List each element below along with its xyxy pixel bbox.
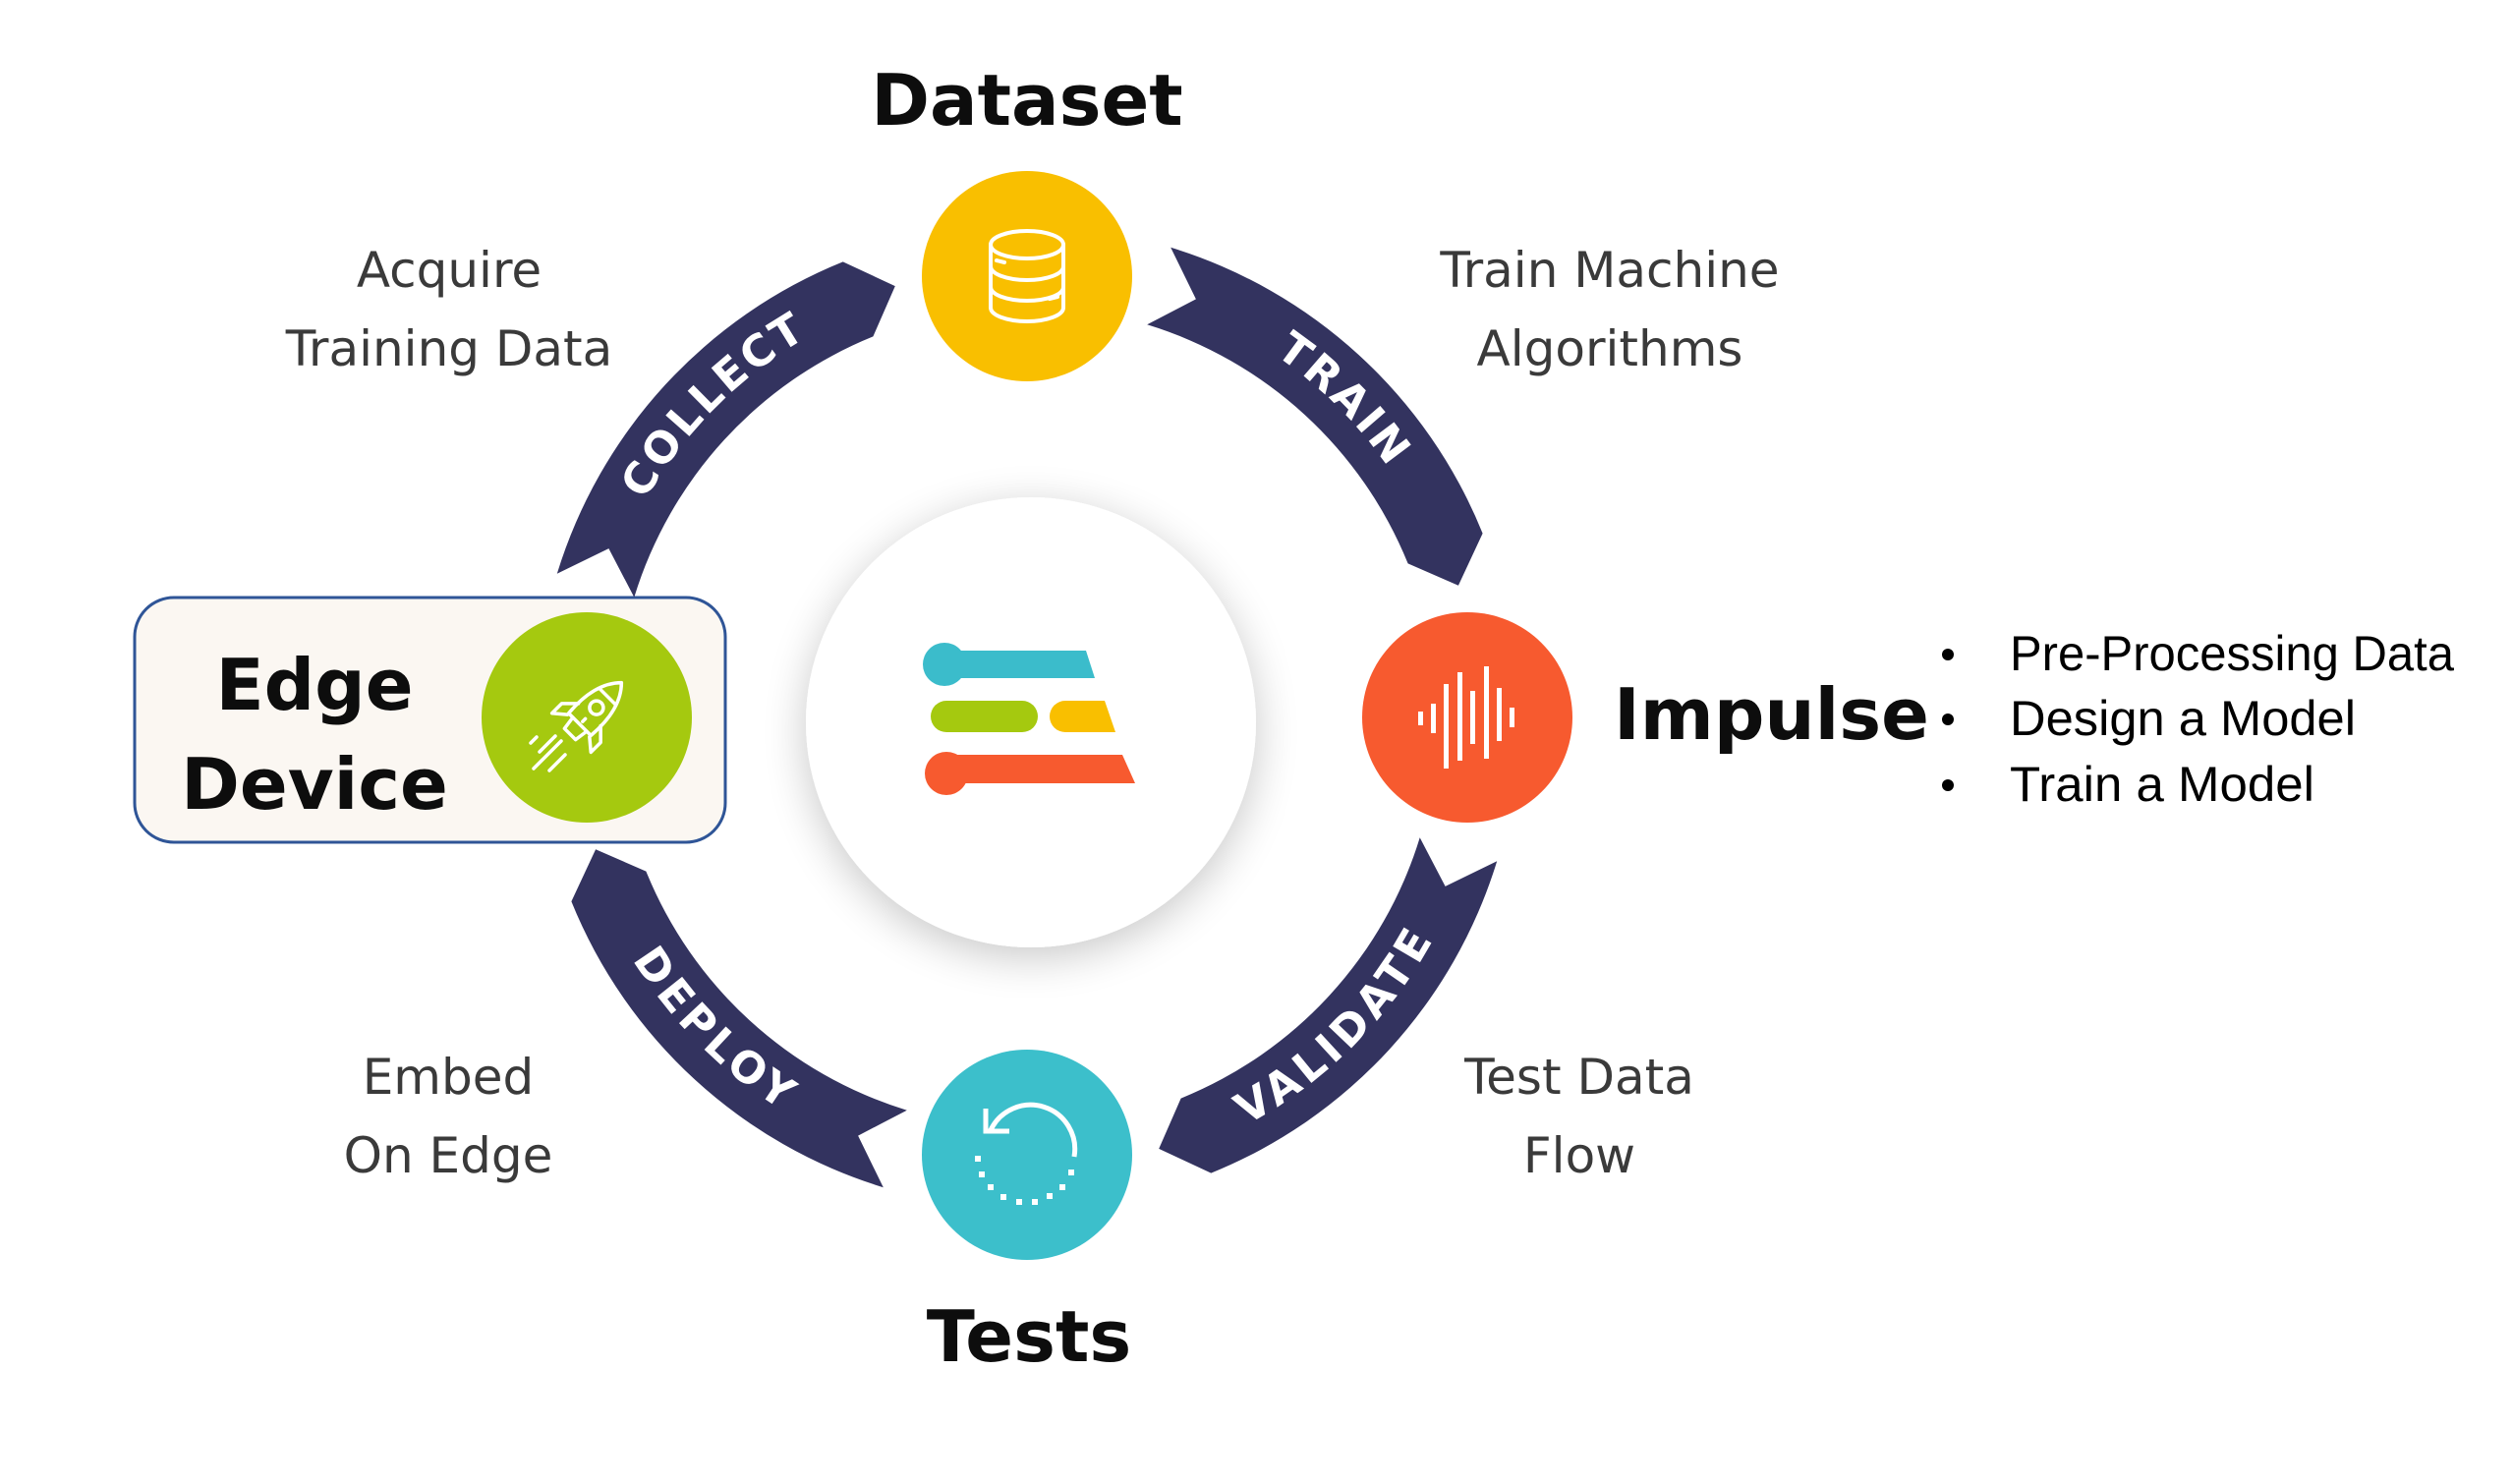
database-icon <box>989 229 1065 323</box>
ribbon-collect: COLLECT <box>611 302 816 506</box>
caption-validate-line2: Flow <box>1523 1127 1635 1184</box>
refresh-dotted-icon <box>975 1102 1078 1205</box>
impulse-title: Impulse <box>1614 673 1929 756</box>
caption-deploy-line1: Embed <box>363 1049 535 1106</box>
ribbon-validate: VALIDATE <box>1227 917 1445 1135</box>
caption-deploy: Embed On Edge <box>344 1049 553 1184</box>
rocket-icon <box>529 680 624 772</box>
ribbon-validate-label: VALIDATE <box>1227 917 1441 1135</box>
list-item: Pre-Processing Data <box>1942 626 2454 681</box>
ribbon-train-shape <box>1147 247 1483 586</box>
ribbon-deploy-shape <box>571 849 907 1188</box>
ribbon-validate-shape <box>1159 837 1498 1173</box>
impulse-step-2: Design a Model <box>2010 691 2356 746</box>
bullet-icon <box>1942 713 1954 725</box>
impulse-node-circle <box>1362 612 1572 823</box>
edge-title-line2: Device <box>181 743 448 826</box>
edge-title-line1: Edge <box>215 644 413 726</box>
stage-edge-device: Edge Device <box>181 612 692 826</box>
list-item: Train a Model <box>1942 757 2314 812</box>
caption-train-line2: Algorithms <box>1477 320 1743 377</box>
list-item: Design a Model <box>1942 691 2356 746</box>
caption-validate: Test Data Flow <box>1463 1049 1694 1184</box>
impulse-steps-list: Pre-Processing Data Design a Model Train… <box>1942 626 2454 812</box>
impulse-step-1: Pre-Processing Data <box>2010 626 2454 681</box>
caption-train-line1: Train Machine <box>1439 242 1779 299</box>
center-hub <box>806 497 1256 947</box>
edge-impulse-logo-icon <box>923 643 1135 795</box>
stage-dataset: Dataset <box>871 59 1183 381</box>
stage-impulse: Impulse <box>1362 612 1929 823</box>
bullet-icon <box>1942 649 1954 660</box>
tests-title: Tests <box>927 1295 1132 1378</box>
caption-collect-line1: Acquire <box>357 242 542 299</box>
caption-collect: Acquire Training Data <box>285 242 613 377</box>
dataset-title: Dataset <box>871 59 1182 142</box>
ribbon-collect-shape <box>556 261 895 598</box>
bullet-icon <box>1942 779 1954 791</box>
impulse-step-3: Train a Model <box>2010 757 2314 812</box>
dataset-node-circle <box>922 171 1132 381</box>
ribbon-group <box>556 247 1498 1188</box>
sound-wave-icon <box>1418 666 1514 769</box>
tests-node-circle <box>922 1050 1132 1260</box>
caption-deploy-line2: On Edge <box>344 1127 553 1184</box>
caption-validate-line1: Test Data <box>1463 1049 1694 1106</box>
edge-node-circle <box>482 612 692 823</box>
ribbon-collect-label: COLLECT <box>611 302 812 506</box>
stage-tests: Tests <box>922 1050 1132 1378</box>
caption-collect-line2: Training Data <box>285 320 613 377</box>
caption-train: Train Machine Algorithms <box>1439 242 1779 377</box>
